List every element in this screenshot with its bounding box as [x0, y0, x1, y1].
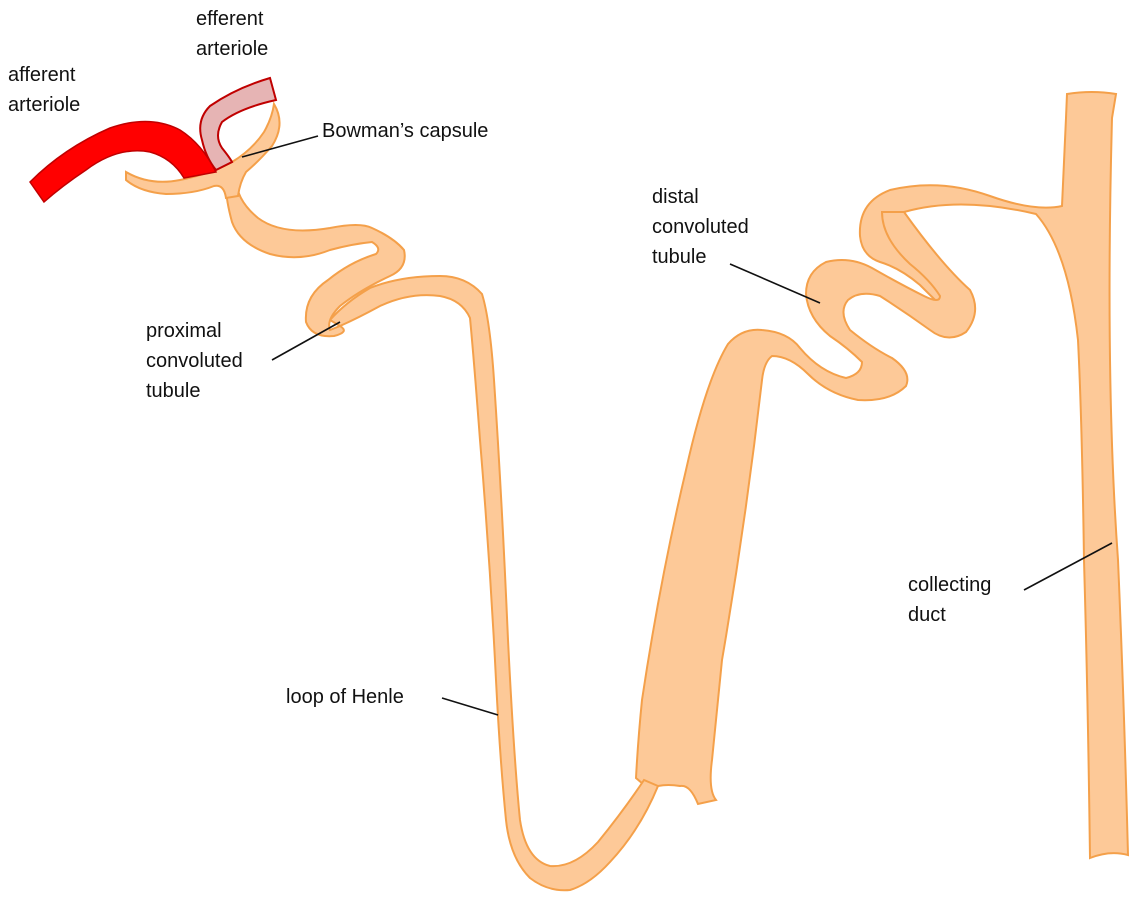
- henle-leader: [442, 698, 498, 715]
- efferent-arteriole-label: efferent arteriole: [196, 4, 268, 64]
- collecting-label-line-2: duct: [908, 600, 991, 630]
- efferent-arteriole: [200, 78, 276, 170]
- proximal-label-line-1: proximal: [146, 316, 243, 346]
- efferent-label-line-1: efferent: [196, 4, 268, 34]
- bowmans-capsule-label: Bowman’s capsule: [322, 116, 488, 146]
- collecting-label-line-1: collecting: [908, 570, 991, 600]
- afferent-arteriole-label: afferent arteriole: [8, 60, 80, 120]
- collecting-duct: [860, 92, 1128, 858]
- distal-label-line-2: convoluted: [652, 212, 749, 242]
- distal-label-line-1: distal: [652, 182, 749, 212]
- loop-of-henle-label: loop of Henle: [286, 682, 404, 712]
- proximal-convoluted-tubule: [226, 178, 405, 336]
- proximal-leader: [272, 322, 340, 360]
- proximal-tubule-label: proximal convoluted tubule: [146, 316, 243, 406]
- distal-convoluted-tubule: [636, 212, 975, 804]
- collecting-duct-label: collecting duct: [908, 570, 991, 630]
- afferent-label-line-1: afferent: [8, 60, 80, 90]
- distal-tubule-label: distal convoluted tubule: [652, 182, 749, 272]
- proximal-label-line-2: convoluted: [146, 346, 243, 376]
- proximal-label-line-3: tubule: [146, 376, 243, 406]
- bowman-label-text: Bowman’s capsule: [322, 116, 488, 146]
- afferent-label-line-2: arteriole: [8, 90, 80, 120]
- distal-label-line-3: tubule: [652, 242, 749, 272]
- efferent-label-line-2: arteriole: [196, 34, 268, 64]
- loop-of-henle: [330, 276, 658, 890]
- henle-label-text: loop of Henle: [286, 682, 404, 712]
